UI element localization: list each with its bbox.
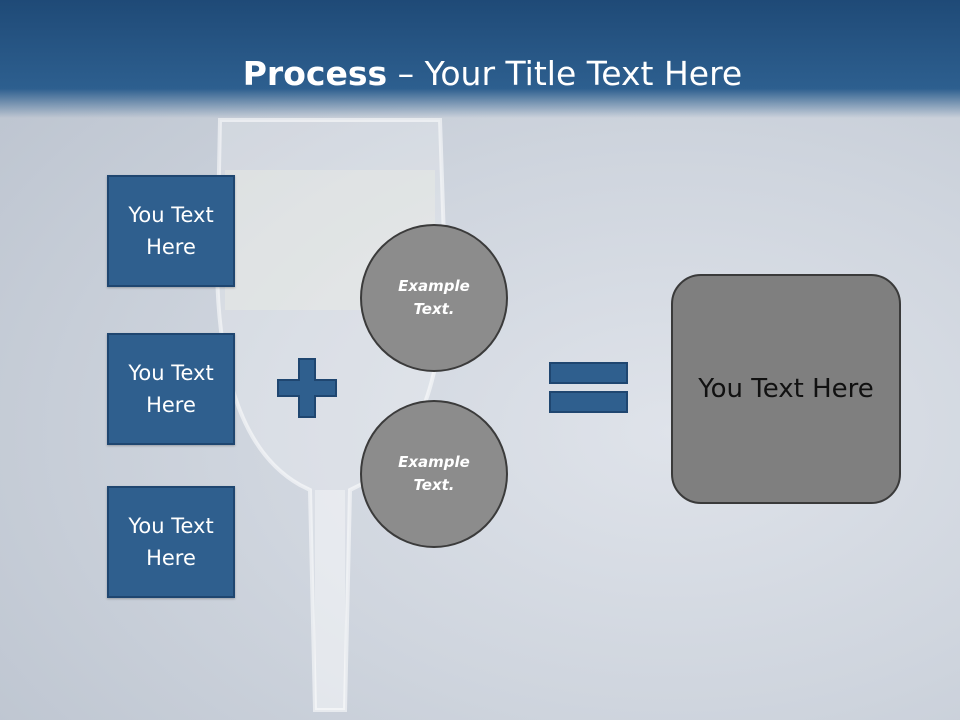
input-box-3: You Text Here bbox=[107, 486, 235, 598]
equals-icon bbox=[549, 362, 628, 413]
input-box-2: You Text Here bbox=[107, 333, 235, 445]
result-box: You Text Here bbox=[671, 274, 901, 504]
example-circle-1: Example Text. bbox=[360, 224, 508, 372]
plus-icon bbox=[277, 358, 337, 418]
title-bold: Process bbox=[242, 54, 388, 93]
input-box-1: You Text Here bbox=[107, 175, 235, 287]
title-bar bbox=[0, 0, 960, 118]
slide-title: Process – Your Title Text Here bbox=[0, 52, 960, 96]
title-rest: – Your Title Text Here bbox=[387, 54, 743, 93]
example-circle-2: Example Text. bbox=[360, 400, 508, 548]
